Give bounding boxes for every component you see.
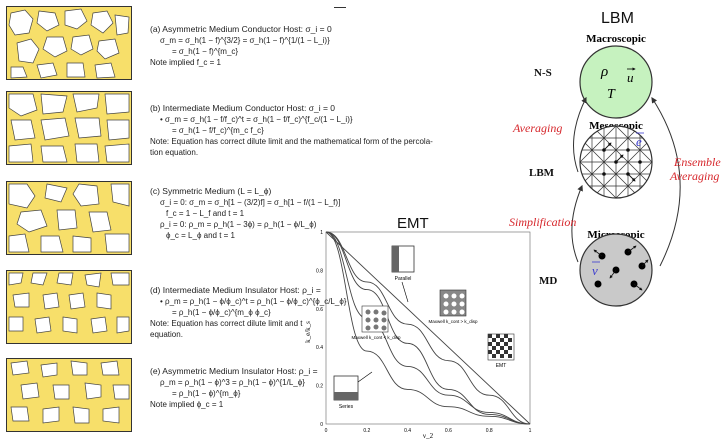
parallel-inset: Parallel [391, 245, 415, 303]
panel-c-line-3: f_c = 1 − L_f and t = 1 [166, 209, 245, 218]
series-line-2 [325, 231, 531, 425]
emt-title: EMT [397, 215, 429, 232]
x-tick-label: 0.6 [445, 428, 452, 434]
panel-b-text: (b) Intermediate Medium Conductor Host: … [150, 103, 433, 158]
panel-e-line-4: Note implied ϕ_c = 1 [150, 400, 224, 409]
emt-chart: 0 0.2 0.4 0.6 0.8 1 0 0.2 0.4 0.6 0.8 1 k_e/k_s ν_2… [304, 230, 532, 440]
panel-a-line-2: σ_m = σ_h(1 − f)^{3/2} = σ_h(1 − f)^{1/(… [160, 36, 330, 45]
emt-inset: EMT [487, 333, 515, 369]
emt-plot-frame [325, 231, 531, 425]
panel-a-text: (a) Asymmetric Medium Conductor Host: σ_… [150, 24, 332, 68]
microstructure-c [6, 181, 132, 255]
emt-ylabel: k_e/k_s [304, 321, 312, 343]
series-line-4 [325, 231, 531, 425]
ensemble-label: Ensemble [674, 155, 721, 169]
md-label: MD [539, 275, 558, 287]
panel-b-line-3: = σ_h(1 − f/f_c)^{m_c f_c} [172, 126, 264, 135]
lbm-left-label: LBM [529, 167, 555, 179]
v-symbol: v [592, 263, 598, 278]
panel-d-line-2: • ρ_m = ρ_h(1 − ϕ/ϕ_c)^t = ρ_h(1 − ϕ/ϕ_c… [160, 297, 347, 306]
series-label: Series [339, 404, 354, 410]
x-tick-label: 1 [529, 428, 532, 434]
x-tick-label: 0.2 [363, 428, 370, 434]
panel-a-line-1: (a) Asymmetric Medium Conductor Host: σ_… [150, 24, 332, 34]
y-tick-label: 1 [320, 230, 323, 236]
y-tick-label: 0.6 [316, 307, 323, 313]
parallel-label: Parallel [395, 276, 412, 282]
panel-a-line-4: Note implied f_c = 1 [150, 58, 221, 67]
maxwell-upper-inset: Maxwell k_cont > k_disp [429, 289, 478, 324]
panel-c-line-5: ϕ_c = L_ϕ and t = 1 [166, 231, 236, 240]
panel-b-line-4: Note: Equation has correct dilute limit … [150, 137, 433, 146]
panel-d-line-1: (d) Intermediate Medium Insulator Host: … [150, 285, 321, 295]
x-tick-label: 0.8 [486, 428, 493, 434]
maxwell-upper-label: Maxwell k_cont > k_disp [429, 319, 478, 324]
panel-b-line-5: tion equation. [150, 148, 199, 157]
series-line-3 [325, 231, 531, 425]
x-tick-label: 0.4 [404, 428, 411, 434]
y-tick-label: 0.8 [316, 268, 323, 274]
e-symbol: e [636, 134, 642, 149]
u-symbol: u [627, 70, 634, 85]
y-tick-label: 0.4 [316, 345, 323, 351]
panel-d-line-5: equation. [150, 330, 183, 339]
panel-c-line-2: σ_i = 0: σ_m = σ_h[1 − (3/2)f] = σ_h[1 −… [160, 198, 341, 207]
emt-axes [325, 231, 531, 425]
top-dash [334, 7, 346, 8]
emt-inset-label: EMT [496, 363, 507, 369]
lbm-title: LBM [601, 10, 634, 27]
lbm-diagram: Macroscopic Mesoscopic Microscopic ρ u T [571, 33, 681, 307]
rho-symbol: ρ [600, 64, 608, 80]
series-line-1 [325, 231, 531, 425]
x-tick-label: 0 [325, 428, 328, 434]
microscopic-circle [579, 233, 653, 307]
panel-c-line-1: (c) Symmetric Medium (L = L_ϕ) [150, 186, 272, 196]
maxwell-lower-label: Maxwell k_cont < k_disp [352, 335, 401, 340]
panel-c-line-4: ρ_i = 0: ρ_m = ρ_h(1 − 3ϕ) = ρ_h(1 − ϕ/L… [160, 220, 317, 229]
series-line-0 [325, 231, 531, 425]
panel-b-line-2: • σ_m = σ_h(1 − f/f_c)^t = σ_h(1 − f/f_c… [160, 115, 353, 124]
panel-e-line-3: = ρ_h(1 − ϕ)^{m_ϕ} [172, 389, 241, 398]
macroscopic-label: Macroscopic [586, 33, 646, 45]
emt-xlabel: ν_2 [423, 432, 434, 440]
panel-c-text: (c) Symmetric Medium (L = L_ϕ) σ_i = 0: … [150, 186, 340, 241]
y-tick-label: 0 [320, 422, 323, 428]
averaging-label: Averaging [513, 121, 563, 135]
series-inset: Series [333, 371, 373, 410]
panel-d-line-3: = ρ_h(1 − ϕ/ϕ_c)^{m_ϕ ϕ_c} [172, 308, 271, 317]
y-tick-label: 0.2 [316, 384, 323, 390]
panel-a-line-3: = σ_h(1 − f)^{m_c} [172, 47, 239, 56]
T-symbol: T [607, 87, 616, 102]
macroscopic-circle [579, 45, 653, 119]
microstructure-b [6, 91, 132, 165]
microstructure-e [6, 358, 132, 432]
panel-d-text: (d) Intermediate Medium Insulator Host: … [150, 285, 346, 340]
microstructure-a [6, 6, 132, 80]
ensemble-averaging-label: Averaging [670, 169, 720, 183]
microstructure-d [6, 270, 132, 344]
panel-d-line-4: Note: Equation has correct dilute limit … [150, 319, 303, 328]
panel-e-text: (e) Asymmetric Medium Insulator Host: ρ_… [150, 366, 318, 410]
simplification-label: Simplification [509, 215, 577, 229]
maxwell-lower-inset: Maxwell k_cont < k_disp [352, 305, 401, 340]
panel-e-line-1: (e) Asymmetric Medium Insulator Host: ρ_… [150, 366, 318, 376]
panel-b-line-1: (b) Intermediate Medium Conductor Host: … [150, 103, 336, 113]
mesoscopic-circle [579, 125, 653, 199]
emt-lines [325, 231, 531, 425]
emt-ticks: 0 0.2 0.4 0.6 0.8 1 0 0.2 0.4 0.6 0.8 1 [316, 230, 532, 434]
panel-e-line-2: ρ_m = ρ_h(1 − ϕ)^3 = ρ_h(1 − ϕ)^{1/L_ϕ} [160, 378, 305, 387]
ns-label: N-S [534, 67, 552, 79]
